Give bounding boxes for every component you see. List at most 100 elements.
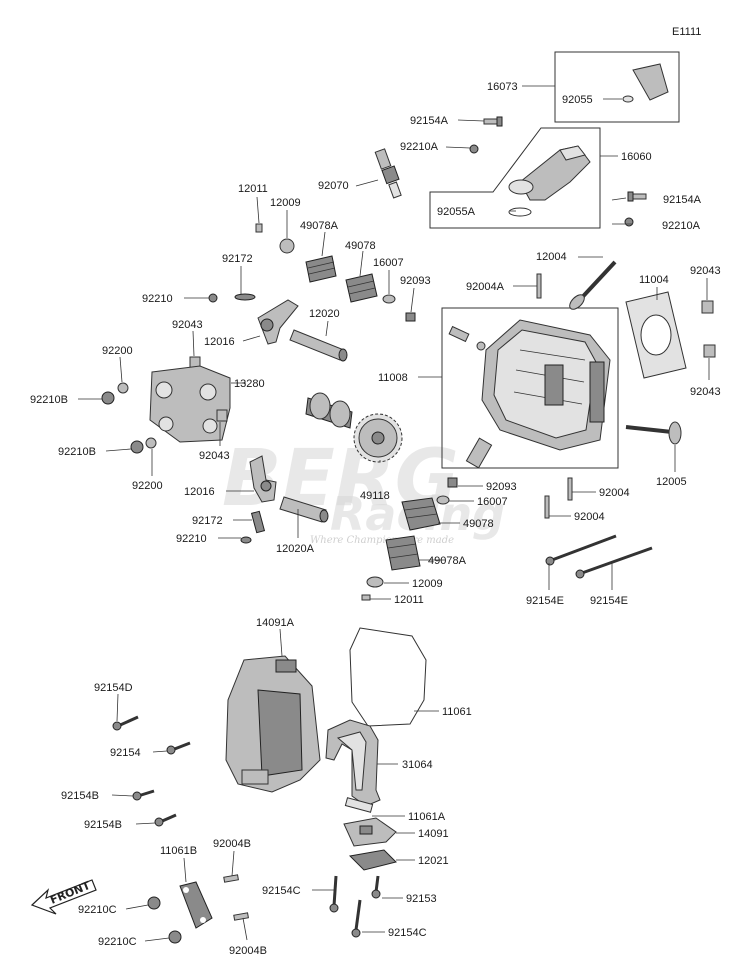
bolt-92154D-part	[112, 715, 139, 731]
label-12011-2: 12011	[394, 594, 424, 606]
camshaft-49118-part	[305, 392, 403, 463]
label-13280: 13280	[234, 378, 265, 390]
label-92070: 92070	[318, 180, 349, 192]
cotter-12011-2-part	[361, 594, 371, 601]
stud-92004B-2-part	[233, 912, 249, 921]
spring-49078-2-part	[401, 497, 441, 531]
label-12016-2: 12016	[184, 486, 215, 498]
rocker-arm-12016-1-part	[257, 299, 299, 345]
spring-49078-1-part	[345, 273, 378, 303]
label-16007-2: 16007	[477, 496, 508, 508]
label-92210A-2: 92210A	[662, 220, 701, 232]
seal-92172-1-part	[234, 293, 256, 301]
label-92154B-2: 92154B	[84, 819, 122, 831]
dowel-92043-1-part	[701, 300, 714, 314]
label-12011-1: 12011	[238, 183, 268, 195]
washer-92200-1-part	[117, 382, 129, 394]
bolt-92154-part	[166, 741, 191, 755]
stud-92154E-2-part	[575, 546, 653, 579]
label-11061B: 11061B	[160, 845, 197, 857]
spring-49078A-2-part	[385, 535, 421, 571]
label-92004A: 92004A	[466, 281, 505, 293]
shaft-12020A-part	[279, 496, 329, 523]
label-49078A-2: 49078A	[428, 555, 467, 567]
label-92210B-2: 92210B	[58, 446, 96, 458]
label-14091: 14091	[418, 828, 449, 840]
spring-49078A-1-part	[305, 255, 337, 283]
bolt-92154C-1-part	[329, 875, 339, 913]
breather-31064-part	[325, 719, 381, 807]
plug-92210-1-part	[208, 293, 218, 303]
label-12016-1: 12016	[204, 336, 235, 348]
label-92154: 92154	[110, 747, 141, 759]
kit-box-11008	[441, 307, 619, 469]
label-92043-4: 92043	[199, 450, 230, 462]
dowel-92043-4-part	[216, 409, 228, 422]
intake-pipe-16060-part	[508, 145, 591, 201]
gasket-11061B-part	[179, 881, 213, 929]
label-92154E-2: 92154E	[590, 595, 628, 607]
nut-92210C-1-part	[147, 896, 161, 910]
shaft-12020-part	[289, 329, 348, 362]
plate-16073-part	[632, 63, 669, 101]
rocker-arm-12016-2-part	[249, 455, 277, 503]
label-92004B-2: 92004B	[229, 945, 267, 957]
nut-92210B-2-part	[130, 440, 144, 454]
bolt-92154B-2-part	[154, 813, 177, 827]
label-92210C-1: 92210C	[78, 904, 117, 916]
nut-92210A-2-part	[624, 217, 634, 227]
pin-92004A-part	[536, 273, 542, 299]
label-92172-2: 92172	[192, 515, 223, 527]
nut-92210A-1-part	[469, 144, 479, 154]
plate-14091-part	[343, 817, 397, 847]
washer-16007-1-part	[382, 294, 396, 304]
gasket-11061-part	[349, 627, 427, 727]
label-92154C-2: 92154C	[388, 927, 427, 939]
watermark-tagline: Where Champions are made	[310, 535, 454, 546]
label-16060: 16060	[621, 151, 652, 163]
nut-92210B-1-part	[101, 391, 115, 405]
label-92210-1: 92210	[142, 293, 173, 305]
retainer-12009-1-part	[279, 238, 295, 254]
holder-13280-part	[149, 365, 231, 443]
label-49078-2: 49078	[463, 518, 494, 530]
label-92043-2: 92043	[172, 319, 203, 331]
head-cover-14091A-part	[225, 655, 321, 793]
plug-92210-2-part	[240, 536, 252, 544]
label-12009-1: 12009	[270, 197, 301, 209]
front-label: FRONT	[48, 879, 92, 907]
valve-12004-part	[569, 260, 617, 310]
label-12005: 12005	[656, 476, 687, 488]
diagram-id: E1111	[672, 26, 701, 38]
label-14091A: 14091A	[256, 617, 295, 629]
label-49118: 49118	[360, 490, 390, 502]
valve-12005-part	[625, 421, 682, 445]
gasket-11004-part	[625, 291, 687, 379]
label-11061A: 11061A	[408, 811, 446, 823]
label-92200-2: 92200	[132, 480, 163, 492]
label-92093-2: 92093	[486, 481, 517, 493]
label-12020A: 12020A	[276, 543, 315, 555]
label-92004-1: 92004	[599, 487, 630, 499]
label-12021: 12021	[418, 855, 449, 867]
seal-92093-1-part	[405, 312, 416, 322]
bolt-92154C-2-part	[351, 899, 362, 938]
label-92043-3: 92043	[690, 386, 721, 398]
bolt-92154A-2-part	[627, 191, 647, 202]
bolt-92154A-1-part	[483, 116, 503, 127]
gasket-11061A-part	[344, 797, 374, 813]
label-92055: 92055	[562, 94, 593, 106]
seal-92172-2-part	[250, 510, 266, 534]
bolt-92154B-1-part	[132, 789, 155, 801]
label-92154E-1: 92154E	[526, 595, 564, 607]
bolt-92153-part	[371, 875, 381, 899]
label-92172-1: 92172	[222, 253, 253, 265]
pin-92004-1-part	[567, 477, 573, 501]
label-92200-1: 92200	[102, 345, 133, 357]
cylinder-head-11008-part	[481, 319, 611, 451]
label-49078A-1: 49078A	[300, 220, 339, 232]
nut-92210C-2-part	[168, 930, 182, 944]
label-92154C-1: 92154C	[262, 885, 301, 897]
washer-92200-2-part	[145, 437, 157, 449]
label-92055A: 92055A	[437, 206, 476, 218]
